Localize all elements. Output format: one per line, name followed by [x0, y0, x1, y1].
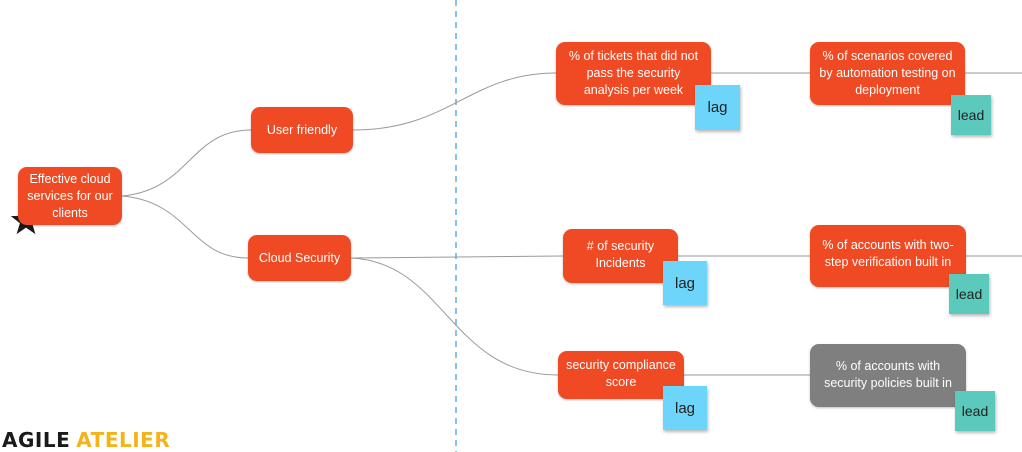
connector-cloud-security-compliance	[350, 257, 559, 376]
lead-sticky-note[interactable]: lead	[951, 95, 991, 135]
metric-node-incidents[interactable]: # of security Incidents	[563, 229, 678, 283]
branch-node-user-friendly[interactable]: User friendly	[251, 107, 353, 153]
sticky-label: lag	[674, 274, 696, 292]
branch-node-cloud-security[interactable]: Cloud Security	[248, 235, 351, 281]
branch-node-label: Cloud Security	[258, 250, 341, 265]
connector-cloud-security-incidents	[350, 255, 564, 259]
connector-root-cloud-security	[121, 195, 249, 259]
root-node-label: Effective cloud services for our clients	[27, 171, 113, 220]
sticky-label: lag	[707, 99, 728, 116]
driver-node-label: % of scenarios covered by automation tes…	[819, 49, 956, 97]
driver-node-label: % of accounts with two-step verification…	[822, 238, 954, 269]
sticky-label: lag	[674, 399, 696, 417]
driver-node-scenarios[interactable]: % of scenarios covered by automation tes…	[810, 42, 965, 105]
lag-sticky-note[interactable]: lag	[695, 85, 740, 130]
driver-node-label: % of accounts with security policies bui…	[824, 359, 952, 390]
branch-node-label: User friendly	[266, 122, 338, 137]
lead-sticky-note[interactable]: lead	[949, 274, 989, 314]
lag-sticky-note[interactable]: lag	[663, 386, 707, 430]
logo-part-agile: AGILE	[2, 428, 71, 452]
metric-node-tickets[interactable]: % of tickets that did not pass the secur…	[556, 42, 711, 105]
logo-part-atelier: ATELIER	[76, 428, 171, 452]
connector-user-friendly-tickets	[352, 72, 557, 131]
metric-node-label: % of tickets that did not pass the secur…	[568, 49, 699, 97]
lead-sticky-note[interactable]: lead	[955, 391, 995, 431]
sticky-label: lead	[961, 403, 989, 419]
sticky-label: lead	[955, 286, 983, 302]
sticky-label: lead	[957, 107, 985, 123]
metric-node-label: # of security Incidents	[586, 239, 655, 270]
lag-sticky-note[interactable]: lag	[663, 261, 707, 305]
driver-node-two-step[interactable]: % of accounts with two-step verification…	[810, 225, 966, 287]
root-node[interactable]: Effective cloud services for our clients	[18, 167, 122, 225]
metric-node-label: security compliance score	[566, 358, 676, 389]
connector-root-user-friendly	[121, 129, 252, 197]
driver-node-security-policies[interactable]: % of accounts with security policies bui…	[810, 344, 966, 407]
